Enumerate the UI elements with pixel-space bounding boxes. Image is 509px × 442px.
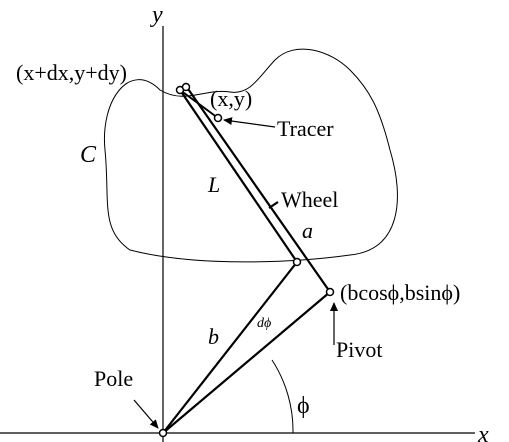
pivot-coords-label: (bcosϕ,bsinϕ) bbox=[340, 280, 460, 305]
phi-arc bbox=[271, 359, 294, 434]
pivot-label: Pivot bbox=[336, 337, 382, 362]
arm-a-label: a bbox=[302, 218, 313, 243]
curve-c bbox=[103, 48, 398, 263]
point-moved-joint-2 bbox=[181, 82, 191, 92]
tracer-arm-displaced-line bbox=[185, 85, 331, 293]
pivot-joint bbox=[325, 287, 335, 297]
pole-joint bbox=[158, 428, 168, 438]
phi-label: ϕ bbox=[297, 393, 310, 419]
arm-b-displaced-line bbox=[162, 291, 331, 434]
x-axis-label: x bbox=[477, 422, 489, 442]
y-axis-label: y bbox=[150, 2, 163, 28]
pole-label: Pole bbox=[94, 366, 133, 391]
arm-b-label: b bbox=[208, 324, 219, 349]
tracer-label: Tracer bbox=[277, 116, 334, 141]
tracer-point bbox=[213, 113, 223, 123]
point-tracer-label: (x,y) bbox=[210, 86, 252, 111]
d-phi-label: dϕ bbox=[257, 316, 271, 331]
curve-c-label: C bbox=[80, 142, 97, 168]
wheel-tick bbox=[268, 201, 279, 209]
tracer-arrow bbox=[223, 117, 276, 128]
point-moved-label: (x+dx,y+dy) bbox=[16, 60, 127, 85]
tracer-arm-line bbox=[179, 89, 298, 263]
pole-arrow bbox=[133, 399, 159, 429]
wheel-label: Wheel bbox=[281, 187, 338, 212]
tracer-arm-segment bbox=[179, 89, 219, 119]
arm-b-line bbox=[162, 261, 298, 434]
elbow-joint bbox=[292, 257, 302, 267]
arm-l-label: L bbox=[207, 172, 220, 197]
